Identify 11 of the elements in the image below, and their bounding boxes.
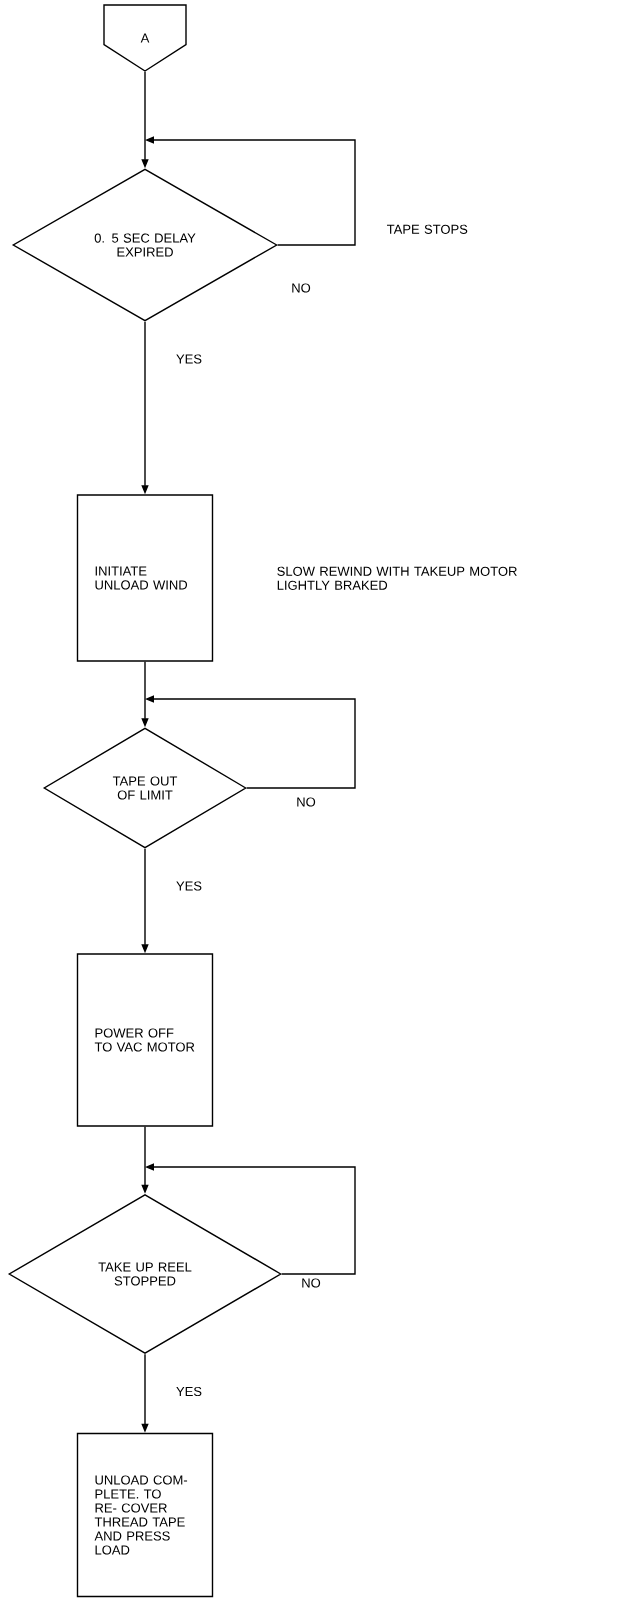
edge-label: NO	[295, 796, 317, 808]
process-box: POWER OFF TO VAC MOTOR	[76, 953, 214, 1127]
edge-label: NO	[300, 1277, 322, 1289]
edge-label: NO	[290, 282, 312, 294]
edge-label: YES	[175, 353, 203, 365]
process-box: INITIATE UNLOAD WIND	[76, 494, 214, 662]
edge-label: YES	[175, 880, 203, 892]
note-label: TAPE STOPS	[387, 224, 468, 234]
process-box: UNLOAD COM- PLETE. TO RE- COVER THREAD TAPE AND PRESS LOAD	[76, 1432, 214, 1598]
edge-label: YES	[175, 1385, 203, 1398]
note-label: SLOW REWIND WITH TAKEUP MOTOR LIGHTLY BRAKED	[277, 566, 517, 590]
